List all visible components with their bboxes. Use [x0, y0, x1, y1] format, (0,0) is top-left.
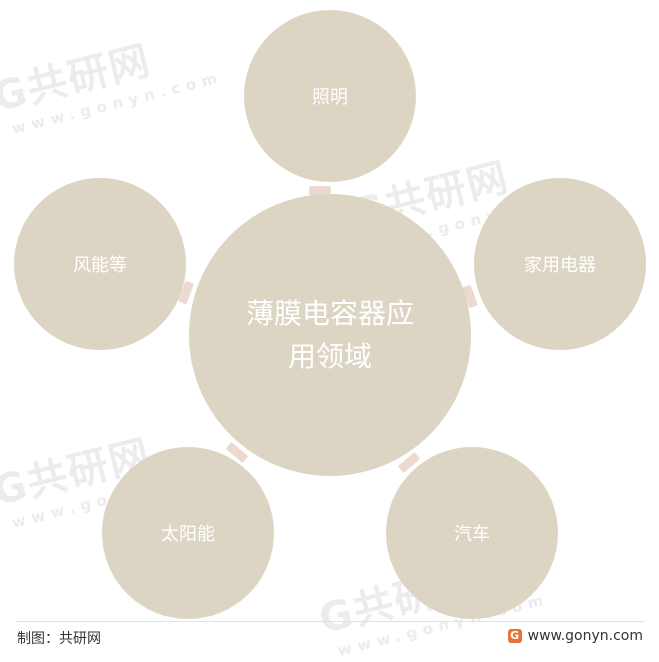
node-lighting-label: 照明 — [312, 87, 348, 108]
node-home-appliances-label: 家用电器 — [524, 255, 596, 276]
node-wind: 风能等 — [14, 178, 186, 350]
website-url: www.gonyn.com — [527, 628, 643, 644]
node-home-appliances: 家用电器 — [474, 178, 646, 350]
node-solar: 太阳能 — [102, 447, 274, 619]
center-title-line2: 用领域 — [287, 340, 372, 373]
gonyn-logo-icon: G — [507, 629, 522, 643]
center-title-line1: 薄膜电容器应 — [245, 296, 414, 330]
connector-arrow-top — [309, 186, 331, 195]
source-credit: 制图：共研网 — [17, 631, 101, 647]
website-credit: G www.gonyn.com — [507, 628, 643, 644]
node-automotive: 汽车 — [386, 447, 558, 619]
node-solar-label: 太阳能 — [161, 524, 215, 545]
center-node: 薄膜电容器应 用领域 — [189, 194, 471, 476]
node-automotive-label: 汽车 — [454, 524, 490, 545]
footer-divider — [15, 621, 645, 622]
node-wind-label: 风能等 — [73, 255, 127, 276]
node-lighting: 照明 — [244, 10, 416, 182]
